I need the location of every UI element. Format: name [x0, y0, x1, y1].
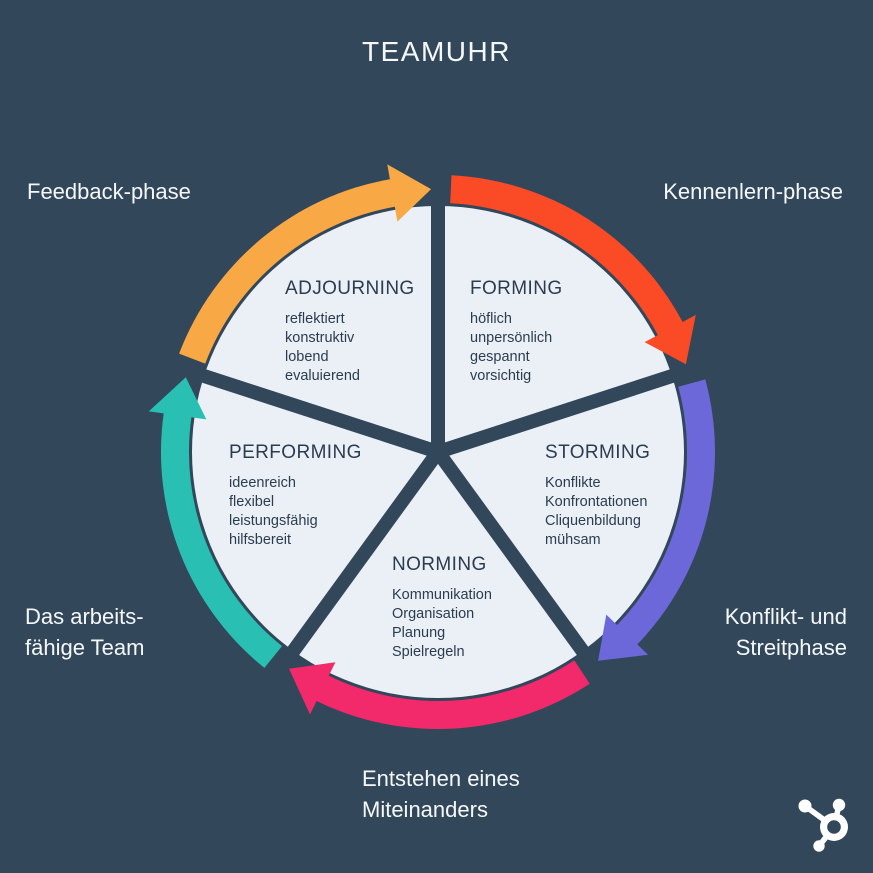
wedge-divider — [435, 368, 677, 459]
trait: vorsichtig — [470, 367, 532, 384]
label-kennenlern-phase: Kennenlern-phase — [663, 176, 843, 207]
logo-node — [798, 799, 812, 813]
performing-arrow — [148, 377, 282, 668]
trait: leistungsfähig — [229, 512, 318, 529]
label-line: Kennenlern-phase — [663, 179, 843, 204]
trait: unpersönlich — [470, 329, 553, 346]
trait: Kommunikation — [392, 586, 492, 603]
trait: flexibel — [229, 493, 275, 510]
hubspot-logo-icon — [798, 798, 848, 852]
label-line: Das arbeits- — [25, 604, 144, 629]
label-line: fähige Team — [25, 635, 145, 660]
trait: höflich — [470, 310, 512, 327]
label-konflikt-streitphase: Konflikt- und Streitphase — [725, 601, 847, 663]
trait: konstruktiv — [285, 329, 355, 346]
wedge-divider — [199, 368, 441, 459]
wedge-divider — [432, 447, 590, 657]
label-line: Entstehen eines — [362, 766, 520, 791]
adjourning-arrow — [179, 164, 432, 364]
phase-name: PERFORMING — [229, 442, 362, 463]
label-entstehen-miteinanders: Entstehen eines Miteinanders — [362, 763, 520, 825]
trait: Organisation — [392, 605, 475, 622]
trait: Planung — [392, 624, 446, 641]
trait: Spielregeln — [392, 643, 465, 660]
forming-arrow — [450, 175, 696, 365]
trait: gespannt — [470, 348, 530, 365]
trait: Konfrontationen — [545, 493, 648, 510]
label-line: Feedback-phase — [27, 179, 191, 204]
phase-name: STORMING — [545, 442, 651, 463]
label-line: Streitphase — [735, 635, 847, 660]
label-line: Konflikt- und — [724, 604, 847, 629]
trait: hilfsbereit — [229, 531, 292, 548]
wedge-forming: FORMING höflich unpersönlich gespannt vo… — [470, 277, 563, 386]
wedge-norming: NORMING Kommunikation Organisation Planu… — [392, 553, 492, 662]
trait: lobend — [285, 348, 329, 365]
norming-arrow — [289, 660, 590, 730]
trait: Cliquenbildung — [545, 512, 641, 529]
wedge-divider — [286, 447, 444, 657]
phase-name: ADJOURNING — [285, 278, 415, 299]
phase-name: FORMING — [470, 278, 563, 299]
trait: Konflikte — [545, 474, 601, 491]
phase-name: NORMING — [392, 554, 487, 575]
trait: mühsam — [545, 531, 601, 548]
trait: reflektiert — [285, 310, 345, 327]
label-feedback-phase: Feedback-phase — [27, 176, 191, 207]
trait: ideenreich — [229, 474, 296, 491]
page-title: TEAMUHR — [362, 36, 511, 67]
logo-node — [832, 798, 846, 812]
logo-ring-hole — [827, 820, 841, 834]
trait: evaluierend — [285, 367, 360, 384]
wedge-storming: STORMING Konflikte Konfrontationen Cliqu… — [545, 441, 650, 550]
logo-node — [813, 840, 825, 852]
label-arbeitsfaehiges-team: Das arbeits- fähige Team — [25, 601, 144, 663]
storming-arrow — [598, 379, 715, 661]
wedge-performing: PERFORMING ideenreich flexibel leistungs… — [229, 441, 362, 550]
label-line: Miteinanders — [362, 797, 488, 822]
wedge-adjourning: ADJOURNING reflektiert konstruktiv loben… — [285, 277, 415, 386]
